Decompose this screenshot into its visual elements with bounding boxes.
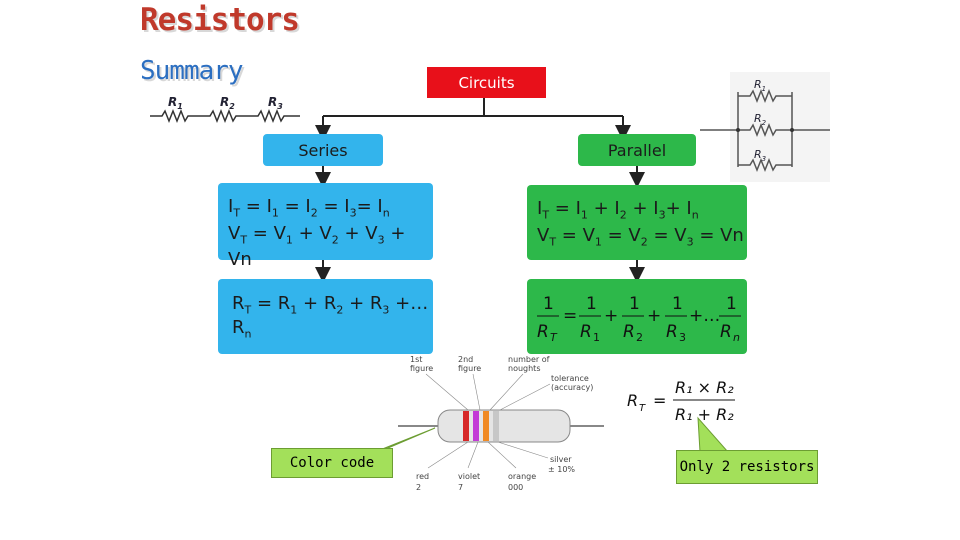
svg-text:R: R bbox=[666, 322, 678, 342]
svg-text:T: T bbox=[639, 403, 646, 414]
label-number-of-noughts: number of bbox=[508, 355, 550, 364]
label-1st-figure: 1st bbox=[410, 355, 422, 364]
svg-text:R: R bbox=[720, 322, 732, 342]
svg-text:1: 1 bbox=[672, 294, 683, 314]
label-silver: silver bbox=[550, 455, 572, 464]
svg-text:T: T bbox=[550, 331, 558, 344]
color-code-callout: Color code bbox=[271, 448, 393, 478]
parallel-voltage-equation: VT = V1 = V2 = V3 = Vn bbox=[537, 224, 744, 249]
parallel-label: Parallel bbox=[607, 140, 667, 160]
series-node: Series bbox=[263, 134, 383, 166]
svg-text:(accuracy): (accuracy) bbox=[551, 383, 593, 392]
label-2nd-figure: 2nd bbox=[458, 355, 473, 364]
svg-text:2: 2 bbox=[636, 331, 643, 344]
parallel-node: Parallel bbox=[578, 134, 696, 166]
svg-text:R₁ × R₂: R₁ × R₂ bbox=[675, 378, 734, 397]
svg-text:figure: figure bbox=[458, 364, 481, 373]
svg-text:1: 1 bbox=[726, 294, 737, 314]
svg-text:=: = bbox=[653, 391, 666, 410]
parallel-resistance-formula: 1 R T = 1 R 1 + 1 R 2 + 1 R 3 +… 1 R n bbox=[537, 294, 741, 344]
svg-text:3: 3 bbox=[679, 331, 686, 344]
series-current-voltage-box: IT = I1 = I2 = I3= In VT = V1 + V2 + V3 … bbox=[218, 183, 433, 270]
parallel-current-equation: IT = I1 + I2 + I3+ In bbox=[537, 198, 699, 222]
svg-text:000: 000 bbox=[508, 483, 523, 492]
parallel-resistors-image: R1 R2 R3 bbox=[700, 72, 830, 182]
series-current-voltage-formula: IT = I1 = I2 = I3= In VT = V1 + V2 + V3 … bbox=[218, 183, 433, 270]
series-resistors-image: R1 R2 R3 bbox=[150, 95, 300, 124]
page-subtitle: Summary bbox=[140, 56, 244, 86]
series-current-equation: IT = I1 = I2 = I3= In bbox=[228, 196, 390, 220]
svg-text:1: 1 bbox=[593, 331, 600, 344]
series-label: Series bbox=[298, 140, 348, 160]
circuits-label: Circuits bbox=[458, 73, 515, 92]
svg-text:+: + bbox=[604, 306, 618, 326]
parallel-resistance-box: 1 R T = 1 R 1 + 1 R 2 + 1 R 3 +… 1 R n bbox=[527, 279, 747, 354]
svg-text:R: R bbox=[537, 322, 549, 342]
svg-text:noughts: noughts bbox=[508, 364, 541, 373]
svg-text:=: = bbox=[563, 306, 577, 326]
svg-text:7: 7 bbox=[458, 483, 463, 492]
svg-text:2: 2 bbox=[416, 483, 421, 492]
series-resistance-box: RT = R1 + R2 + R3 +…Rn bbox=[218, 279, 433, 354]
only-two-resistors-callout: Only 2 resistors bbox=[676, 450, 818, 484]
svg-text:R: R bbox=[627, 391, 638, 410]
color-code-illustration: 1st figure 2nd figure number of noughts … bbox=[398, 355, 604, 492]
circuits-node: Circuits bbox=[427, 67, 546, 98]
parallel-current-voltage-box: IT = I1 + I2 + I3+ In VT = V1 = V2 = V3 … bbox=[527, 185, 747, 260]
svg-text:R: R bbox=[580, 322, 592, 342]
parallel-current-voltage-formula: IT = I1 + I2 + I3+ In VT = V1 = V2 = V3 … bbox=[527, 185, 744, 252]
label-violet: violet bbox=[458, 472, 480, 481]
series-voltage-equation: VT = V1 + V2 + V3 + Vn bbox=[228, 222, 406, 271]
svg-text:± 10%: ± 10% bbox=[548, 465, 575, 474]
svg-text:figure: figure bbox=[410, 364, 433, 373]
label-tolerance: tolerance bbox=[551, 374, 589, 383]
svg-text:1: 1 bbox=[586, 294, 597, 314]
label-orange: orange bbox=[508, 472, 536, 481]
page-title: Resistors bbox=[140, 2, 300, 38]
svg-text:+: + bbox=[647, 306, 661, 326]
svg-text:R: R bbox=[623, 322, 635, 342]
svg-text:n: n bbox=[733, 331, 740, 344]
svg-text:+…: +… bbox=[689, 306, 720, 326]
label-red: red bbox=[416, 472, 429, 481]
two-resistor-formula: R T = R₁ × R₂ R₁ + R₂ bbox=[627, 378, 735, 424]
svg-text:R₁ + R₂: R₁ + R₂ bbox=[675, 405, 734, 424]
svg-text:1: 1 bbox=[543, 294, 554, 314]
svg-text:1: 1 bbox=[629, 294, 640, 314]
series-resistance-equation: RT = R1 + R2 + R3 +…Rn bbox=[232, 292, 429, 341]
